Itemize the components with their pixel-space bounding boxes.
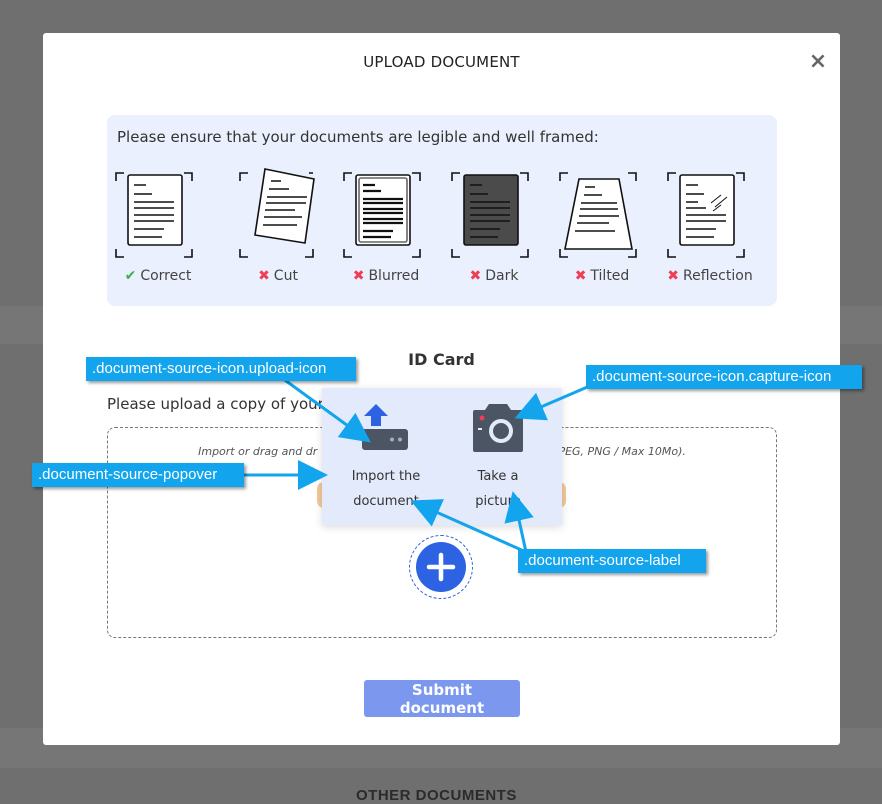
upload-icon (362, 404, 408, 450)
dark-document-icon (451, 172, 529, 258)
example-label-reflection: ✖Reflection (667, 268, 753, 284)
example-blurred: ✖Blurred (331, 165, 441, 295)
example-label-cut: ✖Cut (258, 268, 298, 284)
annotation-capture-icon: .document-source-icon.capture-icon (586, 365, 862, 389)
add-document-button[interactable] (409, 535, 473, 599)
framing-guidelines: Please ensure that your documents are le… (107, 115, 777, 306)
example-correct: ✔Correct (103, 165, 213, 295)
blurred-document-icon (343, 172, 421, 258)
example-label-blurred: ✖Blurred (352, 268, 420, 284)
plus-icon (416, 542, 466, 592)
reflection-document-icon (667, 172, 745, 258)
annotation-upload-icon: .document-source-icon.upload-icon (86, 357, 356, 381)
correct-document-icon (115, 172, 193, 258)
section-title: ID Card (408, 350, 475, 369)
example-reflection: ✖Reflection (655, 165, 765, 295)
cross-icon: ✖ (258, 268, 270, 284)
example-cut: ✖Cut (223, 165, 333, 295)
camera-icon (473, 404, 523, 452)
tilted-document-icon (559, 172, 637, 258)
cross-icon: ✖ (667, 268, 680, 284)
example-dark: ✖Dark (439, 165, 549, 295)
upload-instruction: Please upload a copy of your ID (107, 395, 345, 413)
example-label-dark: ✖Dark (469, 268, 519, 284)
cross-icon: ✖ (574, 268, 587, 284)
annotation-popover: .document-source-popover (32, 463, 244, 487)
example-label-tilted: ✖Tilted (574, 268, 630, 284)
check-icon: ✔ (124, 268, 137, 284)
example-label-correct: ✔Correct (124, 268, 192, 284)
close-icon[interactable]: × (808, 49, 828, 74)
annotation-source-label: .document-source-label (518, 549, 706, 573)
cross-icon: ✖ (352, 268, 365, 284)
example-tilted: ✖Tilted (547, 165, 657, 295)
modal-title: UPLOAD DOCUMENT (363, 53, 520, 71)
guidelines-text: Please ensure that your documents are le… (117, 128, 599, 146)
cross-icon: ✖ (469, 268, 482, 284)
submit-document-button[interactable]: Submit document (364, 680, 520, 717)
cut-document-icon (239, 168, 315, 258)
